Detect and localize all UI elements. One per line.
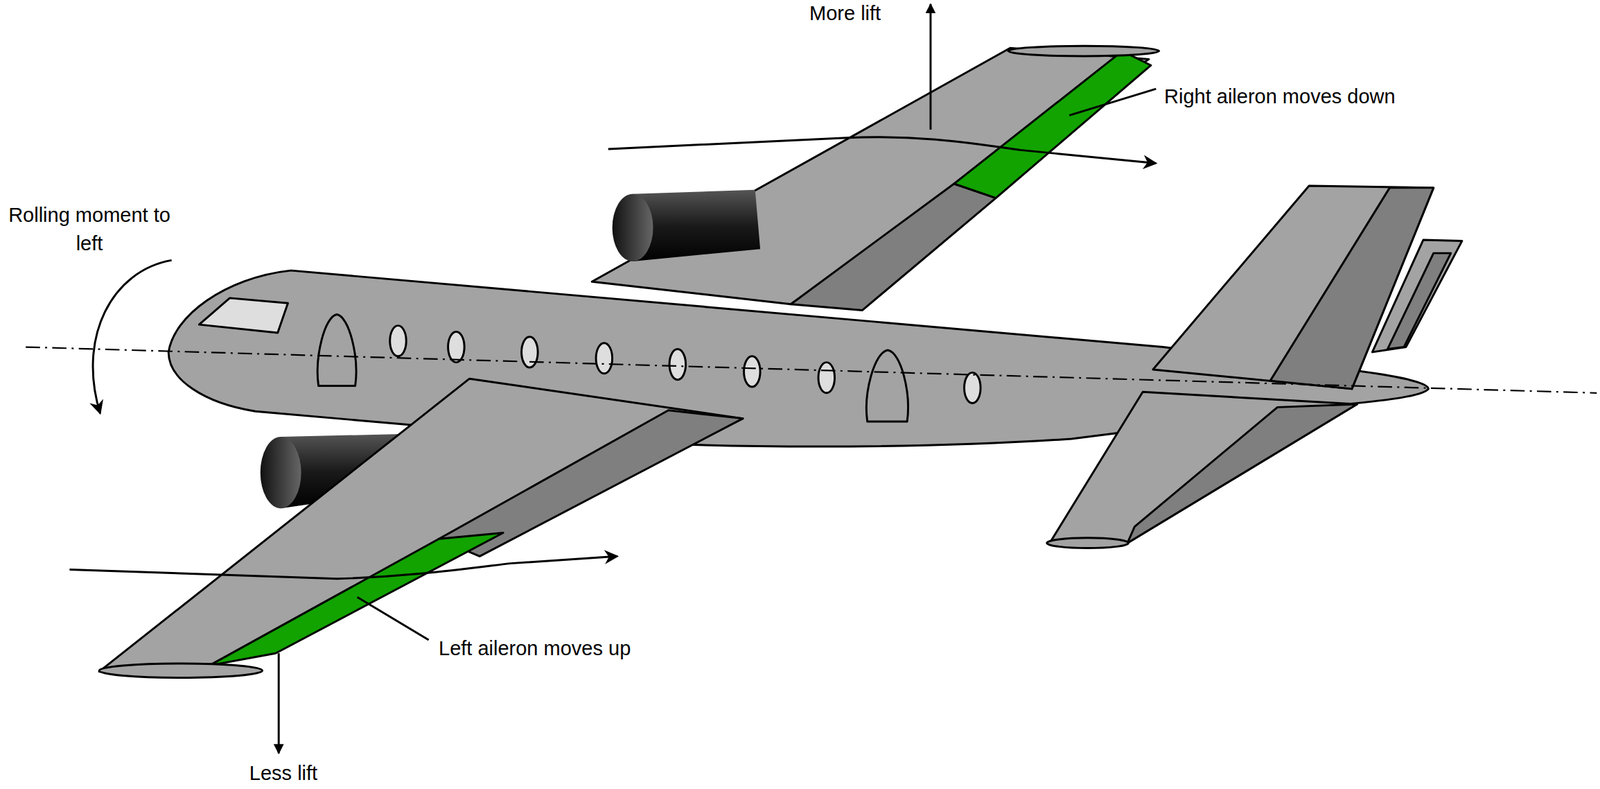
lift-arrow: [277, 652, 280, 753]
callout-label: Left aileron moves up: [438, 636, 631, 661]
leader-line: [1069, 88, 1156, 116]
right-wing: [591, 45, 1160, 310]
callout-label: Right aileron moves down: [1164, 84, 1396, 109]
callout-label: More lift: [809, 1, 881, 26]
door: [317, 313, 357, 386]
airflow-line: [69, 555, 618, 578]
door: [866, 349, 908, 422]
left-wing: [99, 378, 743, 678]
airflow-line: [608, 137, 1157, 164]
leader-line: [357, 596, 429, 640]
right-engine: [612, 189, 761, 262]
cockpit-window: [198, 297, 288, 333]
rolling-moment-arrow: [92, 259, 172, 413]
callout-label: Less lift: [249, 760, 318, 786]
roll-axis: [25, 347, 1597, 393]
horizontal-stabilizer: [1047, 185, 1434, 549]
lift-arrow: [929, 4, 932, 130]
callout-label: Rolling moment to left: [2, 200, 177, 258]
right-aileron: [954, 51, 1151, 199]
